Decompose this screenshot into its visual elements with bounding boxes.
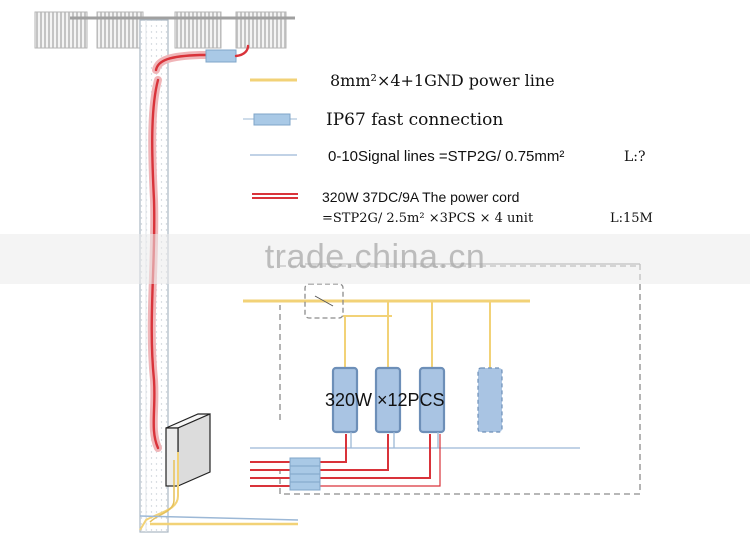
legend-power-cord-length: L:15M — [610, 211, 653, 226]
legend-power-cord-line2: =STP2G/ 2.5m² ×3PCS × 4 unit — [322, 211, 534, 226]
legend-signal-lines-label: 0-10Signal lines =STP2G/ 0.75mm² — [328, 148, 564, 165]
cabinet-fast-connector-2 — [289, 465, 321, 475]
cabinet-fast-connector-3 — [289, 473, 321, 483]
drivers-group — [331, 301, 503, 448]
driver-optional — [477, 367, 503, 433]
legend-text: 8mm²×4+1GND power line IP67 fast connect… — [322, 71, 653, 226]
drivers-label: 320W ×12PCS — [325, 390, 445, 410]
base-wiring — [139, 452, 299, 531]
control-box — [165, 413, 211, 487]
busbar — [243, 283, 530, 319]
driver-2 — [374, 366, 402, 434]
legend-fast-connection-label: IP67 fast connection — [326, 110, 503, 130]
legend-power-line-label: 8mm²×4+1GND power line — [330, 71, 555, 90]
legend-fast-connection-sample — [253, 113, 291, 126]
legend-power-cord-line1: 320W 37DC/9A The power cord — [322, 189, 519, 205]
lamp-heads — [34, 11, 295, 49]
pole-fast-connector — [205, 49, 237, 63]
legend-signal-lines-length: L:? — [624, 149, 646, 165]
legend-samples — [243, 78, 298, 199]
main-switch — [304, 283, 344, 319]
driver-3 — [418, 366, 446, 434]
main-switch-blade — [314, 295, 334, 307]
cabinet-fast-connector-4 — [289, 481, 321, 491]
cabinet-fast-connector-1 — [289, 457, 321, 467]
outgoing-cables — [250, 434, 580, 491]
driver-1 — [331, 366, 359, 434]
